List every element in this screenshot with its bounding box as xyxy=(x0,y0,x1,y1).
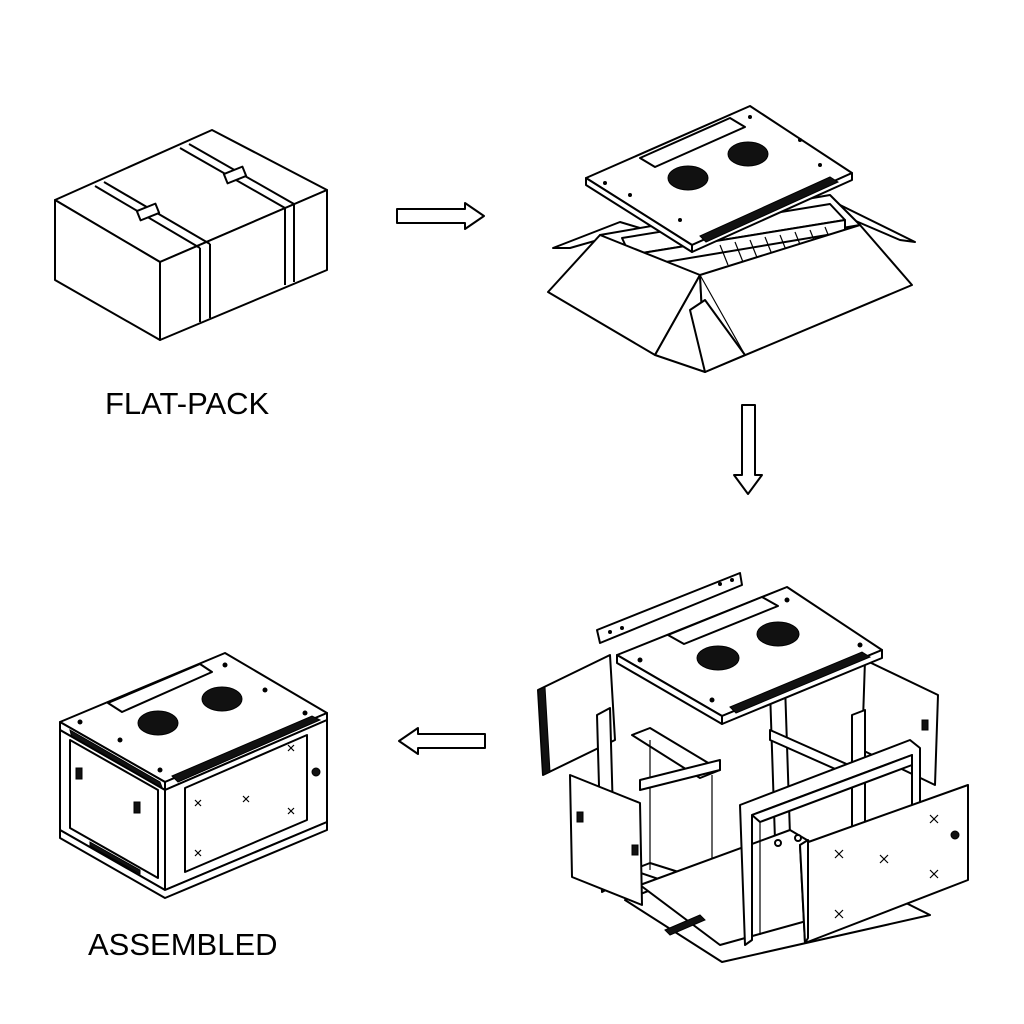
exploded-cabinet-icon xyxy=(537,572,969,963)
assembled-label: ASSEMBLED xyxy=(88,927,278,962)
arrow-right-icon xyxy=(396,202,485,230)
flat-pack-label: FLAT-PACK xyxy=(105,386,270,421)
closed-box-icon xyxy=(54,129,328,341)
assembled-cabinet-icon xyxy=(59,652,328,899)
open-box-with-cabinet-top-icon xyxy=(547,105,916,373)
arrow-down-icon xyxy=(733,404,763,495)
arrow-left-icon xyxy=(398,727,486,755)
